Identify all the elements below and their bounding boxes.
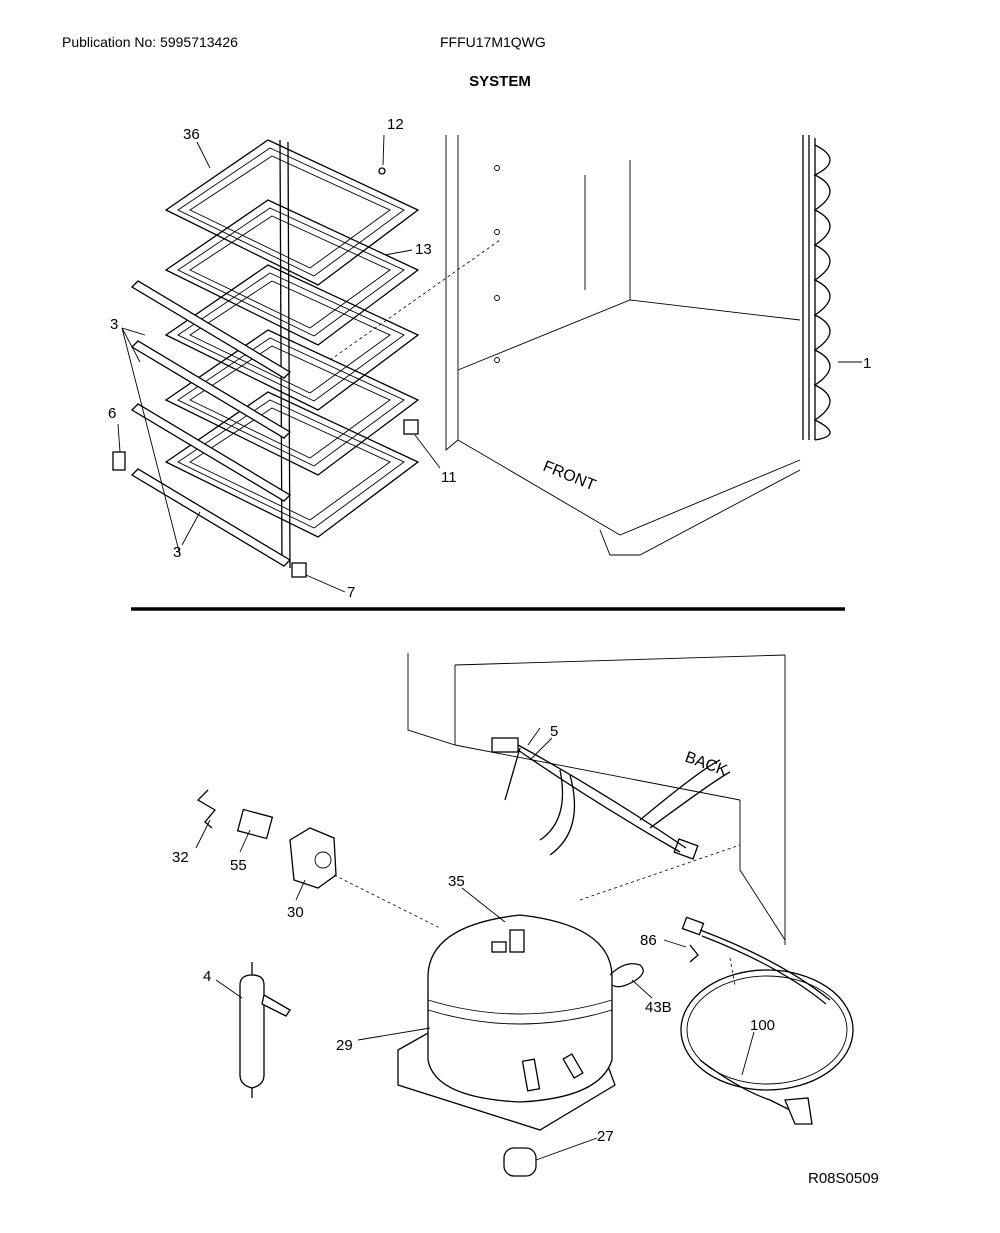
shelf-rails (130, 280, 292, 567)
bracket-43b (609, 963, 644, 988)
callout-3-upper: 3 (110, 316, 118, 333)
cabinet-back-lower (407, 653, 786, 945)
callout-35: 35 (448, 873, 465, 890)
grommet-27 (503, 1147, 537, 1177)
screw-12 (378, 167, 386, 175)
callout-4: 4 (203, 968, 211, 985)
callout-55: 55 (230, 857, 247, 874)
compressor-29 (397, 914, 616, 1131)
shelf-clip-6 (112, 451, 126, 471)
relay-overload-30 (289, 827, 337, 889)
leader-lines-bottom (195, 727, 755, 1161)
leader-lines-top (117, 134, 862, 593)
diagram-title: SYSTEM (469, 73, 531, 90)
callout-29: 29 (336, 1037, 353, 1054)
shelf-4 (164, 329, 420, 476)
shelf-clip-7 (291, 562, 307, 578)
clip-32 (196, 789, 216, 829)
cabinet-liner-top (445, 135, 801, 556)
callout-27: 27 (597, 1128, 614, 1145)
drier-4 (239, 962, 291, 1098)
shelf-clip-11 (403, 419, 419, 435)
publication-number: Publication No: 5995713426 (62, 34, 238, 50)
callout-43b: 43B (645, 999, 672, 1016)
screw-86 (689, 944, 699, 963)
overload-55 (236, 808, 274, 840)
callout-32: 32 (172, 849, 189, 866)
callout-100: 100 (750, 1017, 775, 1034)
callout-12: 12 (387, 116, 404, 133)
callout-3-lower: 3 (173, 544, 181, 561)
power-cord-100 (680, 916, 854, 1125)
shelf-2 (164, 199, 420, 346)
callout-86: 86 (640, 932, 657, 949)
shelf-1 (164, 139, 420, 286)
callout-1: 1 (863, 355, 871, 372)
callout-6: 6 (108, 405, 116, 422)
evaporator-shelf-assembly (164, 139, 420, 569)
callout-11: 11 (441, 469, 457, 486)
callout-13: 13 (415, 241, 432, 258)
wiring-harness-5 (491, 737, 731, 860)
shelf-3 (164, 264, 420, 411)
drawing-id: R08S0509 (808, 1170, 879, 1187)
callout-36: 36 (183, 126, 200, 143)
model-number: FFFU17M1QWG (440, 34, 546, 50)
condenser-coil (802, 135, 831, 441)
callout-7: 7 (347, 584, 355, 601)
shelf-5 (164, 391, 420, 538)
callout-5: 5 (550, 723, 558, 740)
callout-30: 30 (287, 904, 304, 921)
vertical-tube-front (279, 139, 283, 566)
vertical-tube-back (287, 141, 291, 569)
front-label: FRONT (541, 458, 599, 494)
back-label: BACK (683, 749, 730, 780)
